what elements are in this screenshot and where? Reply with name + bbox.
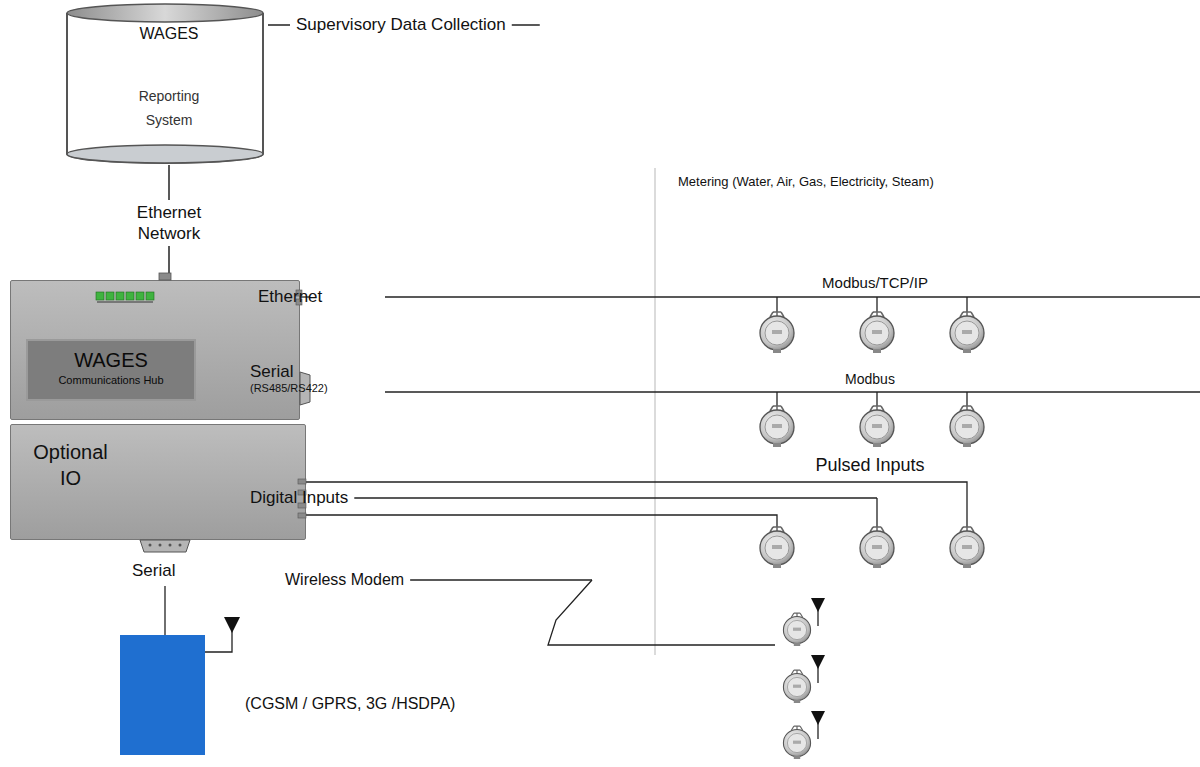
hub-housing: WAGESCommunications Hub [10,280,300,420]
annotation-label: Modbus [845,371,895,388]
link-label: Ethernet Network [120,200,218,246]
annotation-label: Serial [250,362,293,382]
annotation-label: Metering (Water, Air, Gas, Electricity, … [678,174,934,190]
led-pins [97,301,153,303]
node-subtitle: Communications Hub [36,373,186,387]
leader-dash [512,24,540,26]
database-cylinder: WAGES Reporting System [65,2,273,165]
annotation-label: Modbus/TCP/IP [822,274,928,292]
node-body: Reporting System [124,84,214,132]
annotation-label: Digital Inputs [250,488,348,508]
leader-dash [268,24,290,26]
annotation-label: Ethernet [258,287,322,307]
annotation-label: Pulsed Inputs [815,455,924,477]
pulse-wire [354,497,877,498]
node-title: WAGES [65,24,273,44]
node-title: WAGES [36,347,186,373]
leader-line [410,579,592,580]
status-leds [96,292,154,300]
annotation-label: (RS485/RS422) [250,382,328,395]
annotation-label: (CGSM / GPRS, 3G /HSDPA) [245,694,455,713]
bus-wires [165,297,1200,739]
meter-symbol [760,312,984,759]
antenna-symbol [224,598,825,725]
io-module: Optional IO [10,424,306,540]
divider-line [654,168,656,655]
annotation-label: Serial [132,561,175,581]
display-panel: WAGESCommunications Hub [26,339,196,401]
node-title: Optional IO [23,439,118,491]
wireless-modem [120,635,205,755]
annotation-label: Supervisory Data Collection [296,15,506,35]
annotation-label: Wireless Modem [285,570,404,589]
